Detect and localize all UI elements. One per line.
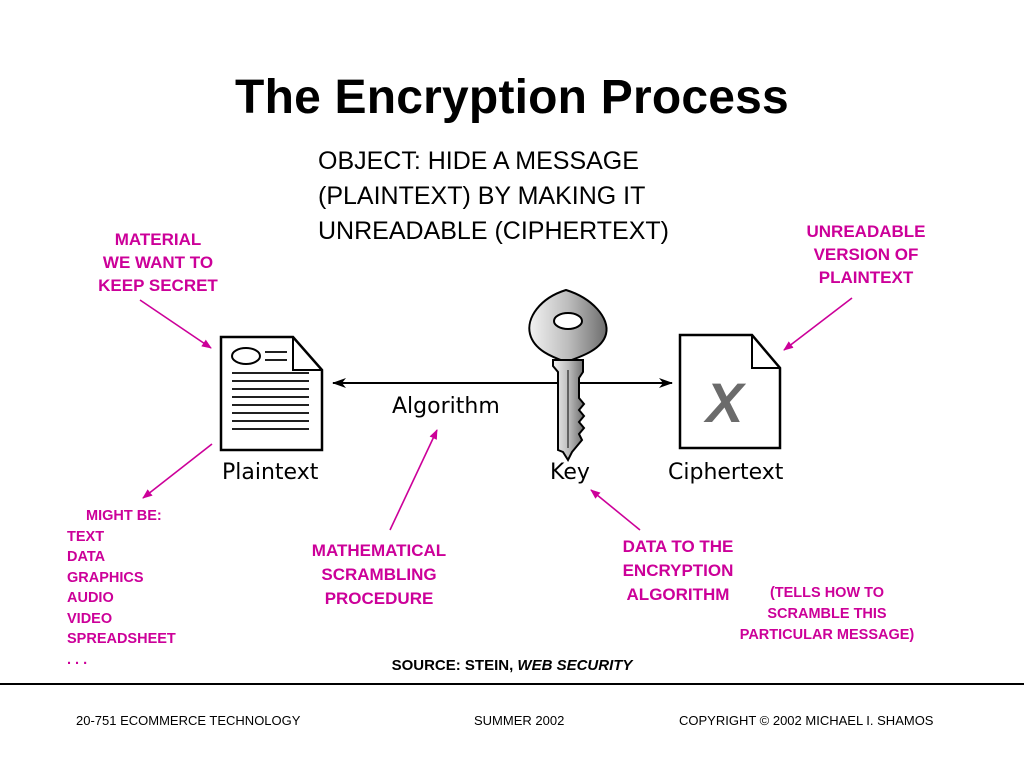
might-be-item: VIDEO: [67, 610, 113, 627]
annotation-data-to-line-3: ALGORITHM: [626, 585, 730, 604]
source-prefix: SOURCE: STEIN,: [391, 657, 518, 674]
key-label: Key: [550, 460, 590, 485]
plaintext-label: Plaintext: [222, 460, 319, 485]
pointer-arrow-unreadable: [783, 297, 853, 351]
annotation-material-line-2: WE WANT TO: [102, 253, 214, 272]
pointer-arrow-might-be: [142, 443, 213, 499]
might-be-item: SPREADSHEET: [67, 631, 176, 647]
footer-course: 20-751 ECOMMERCE TECHNOLOGY: [76, 713, 301, 728]
footer-copyright: COPYRIGHT © 2002 MICHAEL I. SHAMOS: [679, 713, 934, 728]
footer-term: SUMMER 2002: [474, 713, 565, 728]
annotation-data-to-line-2: ENCRYPTION: [622, 561, 734, 580]
plaintext-document-icon: [219, 335, 324, 452]
pointer-arrow-algorithm: [389, 429, 438, 531]
annotation-tells: (TELLS HOW TO SCRAMBLE THIS PARTICULAR M…: [718, 583, 936, 646]
annotation-data-to-line-1: DATA TO THE: [622, 537, 734, 556]
annotation-tells-line-2: SCRAMBLE THIS: [767, 606, 887, 622]
key-icon: [528, 288, 608, 463]
annotation-material-line-3: KEEP SECRET: [98, 276, 218, 295]
annotation-material: MATERIAL WE WANT TO KEEP SECRET: [70, 228, 246, 297]
pointer-arrow-material: [139, 299, 212, 349]
might-be-title: MIGHT BE:: [86, 508, 162, 524]
annotation-material-line-1: MATERIAL: [114, 230, 202, 249]
annotation-tells-line-3: PARTICULAR MESSAGE): [739, 627, 915, 643]
annotation-tells-line-1: (TELLS HOW TO: [769, 585, 885, 601]
objective-line-2: (PLAINTEXT) BY MAKING IT: [318, 182, 646, 210]
annotation-unreadable: UNREADABLE VERSION OF PLAINTEXT: [780, 220, 952, 289]
objective-line-1: OBJECT: HIDE A MESSAGE: [318, 147, 639, 175]
source-citation: SOURCE: STEIN, WEB SECURITY: [0, 657, 1024, 674]
ciphertext-label: Ciphertext: [668, 460, 784, 485]
annotation-unreadable-line-2: VERSION OF: [813, 245, 919, 264]
annotation-might-be: MIGHT BE: TEXT DATA GRAPHICS AUDIO VIDEO…: [67, 506, 176, 670]
might-be-item: AUDIO: [67, 590, 114, 606]
ciphertext-document-icon: [678, 333, 782, 450]
objective-text: OBJECT: HIDE A MESSAGE (PLAINTEXT) BY MA…: [318, 144, 738, 249]
might-be-item: DATA: [67, 549, 106, 565]
annotation-math: MATHEMATICAL SCRAMBLING PROCEDURE: [292, 539, 466, 611]
pointer-arrow-key: [590, 489, 641, 531]
might-be-item: GRAPHICS: [67, 569, 144, 586]
algorithm-label: Algorithm: [389, 394, 503, 419]
annotation-unreadable-line-3: PLAINTEXT: [818, 268, 914, 287]
annotation-math-line-2: SCRAMBLING: [321, 565, 437, 584]
might-be-item: TEXT: [67, 528, 105, 545]
might-be-item: . . .: [67, 651, 88, 668]
annotation-math-line-1: MATHEMATICAL: [311, 541, 447, 560]
annotation-unreadable-line-1: UNREADABLE: [806, 222, 926, 241]
ciphertext-x-mark: X: [706, 371, 744, 434]
footer-divider: [0, 683, 1024, 685]
source-title: WEB SECURITY: [517, 657, 633, 674]
annotation-math-line-3: PROCEDURE: [324, 589, 434, 608]
objective-line-3: UNREADABLE (CIPHERTEXT): [318, 217, 669, 245]
annotation-data-to: DATA TO THE ENCRYPTION ALGORITHM: [600, 535, 756, 607]
slide-title: The Encryption Process: [235, 71, 789, 124]
